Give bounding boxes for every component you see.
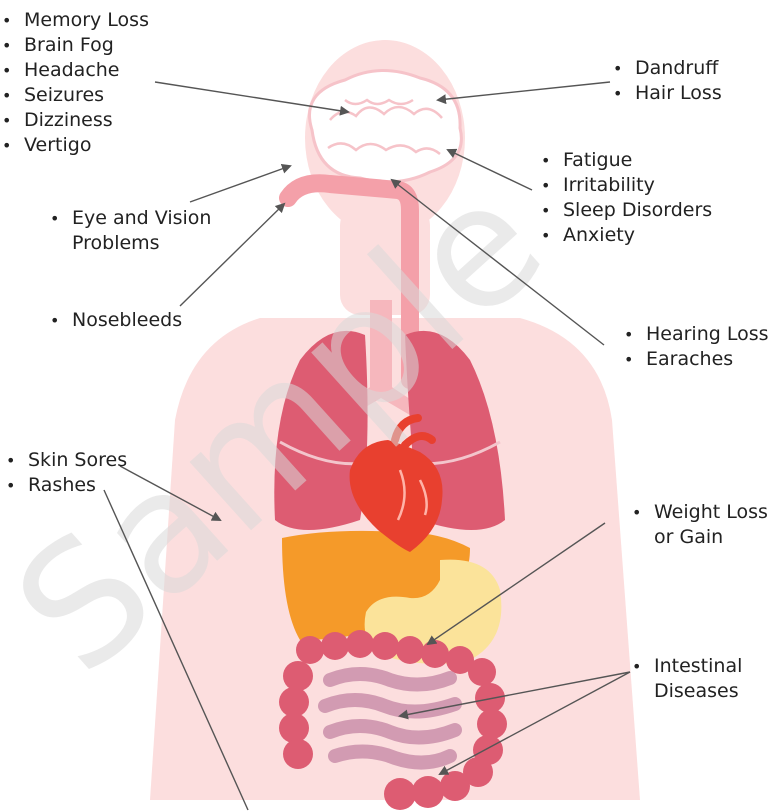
- label-skin-sores: Skin Sores: [4, 448, 127, 473]
- label-nosebleeds: Nosebleeds: [48, 308, 182, 333]
- label-headache: Headache: [0, 58, 149, 83]
- label-group-mood: Fatigue Irritability Sleep Disorders Anx…: [539, 148, 712, 248]
- label-brain-fog: Brain Fog: [0, 33, 149, 58]
- pointer-dandruff: [438, 82, 610, 100]
- label-eye-and-vision: Eye and Vision: [48, 206, 211, 231]
- label-vertigo: Vertigo: [0, 133, 149, 158]
- label-rashes: Rashes: [4, 473, 127, 498]
- label-anxiety: Anxiety: [539, 223, 712, 248]
- label-group-intestinal: Intestinal Diseases: [630, 654, 742, 704]
- label-seizures: Seizures: [0, 83, 149, 108]
- label-group-scalp: Dandruff Hair Loss: [611, 56, 722, 106]
- label-group-ear: Hearing Loss Earaches: [622, 322, 769, 372]
- label-hair-loss: Hair Loss: [611, 81, 722, 106]
- label-group-weight: Weight Loss or Gain: [630, 500, 768, 550]
- label-group-skin: Skin Sores Rashes: [4, 448, 127, 498]
- label-dizziness: Dizziness: [0, 108, 149, 133]
- label-diseases: Diseases: [630, 679, 742, 704]
- label-irritability: Irritability: [539, 173, 712, 198]
- label-group-nose: Nosebleeds: [48, 308, 182, 333]
- label-hearing-loss: Hearing Loss: [622, 322, 769, 347]
- label-or-gain: or Gain: [630, 525, 768, 550]
- label-memory-loss: Memory Loss: [0, 8, 149, 33]
- label-group-head: Memory Loss Brain Fog Headache Seizures …: [0, 8, 149, 158]
- label-sleep-disorders: Sleep Disorders: [539, 198, 712, 223]
- label-dandruff: Dandruff: [611, 56, 722, 81]
- label-eye-problems: Problems: [48, 231, 211, 256]
- label-intestinal: Intestinal: [630, 654, 742, 679]
- label-fatigue: Fatigue: [539, 148, 712, 173]
- label-weight-loss: Weight Loss: [630, 500, 768, 525]
- pointer-eye: [190, 166, 290, 202]
- label-earaches: Earaches: [622, 347, 769, 372]
- label-group-eye: Eye and Vision Problems: [48, 206, 211, 256]
